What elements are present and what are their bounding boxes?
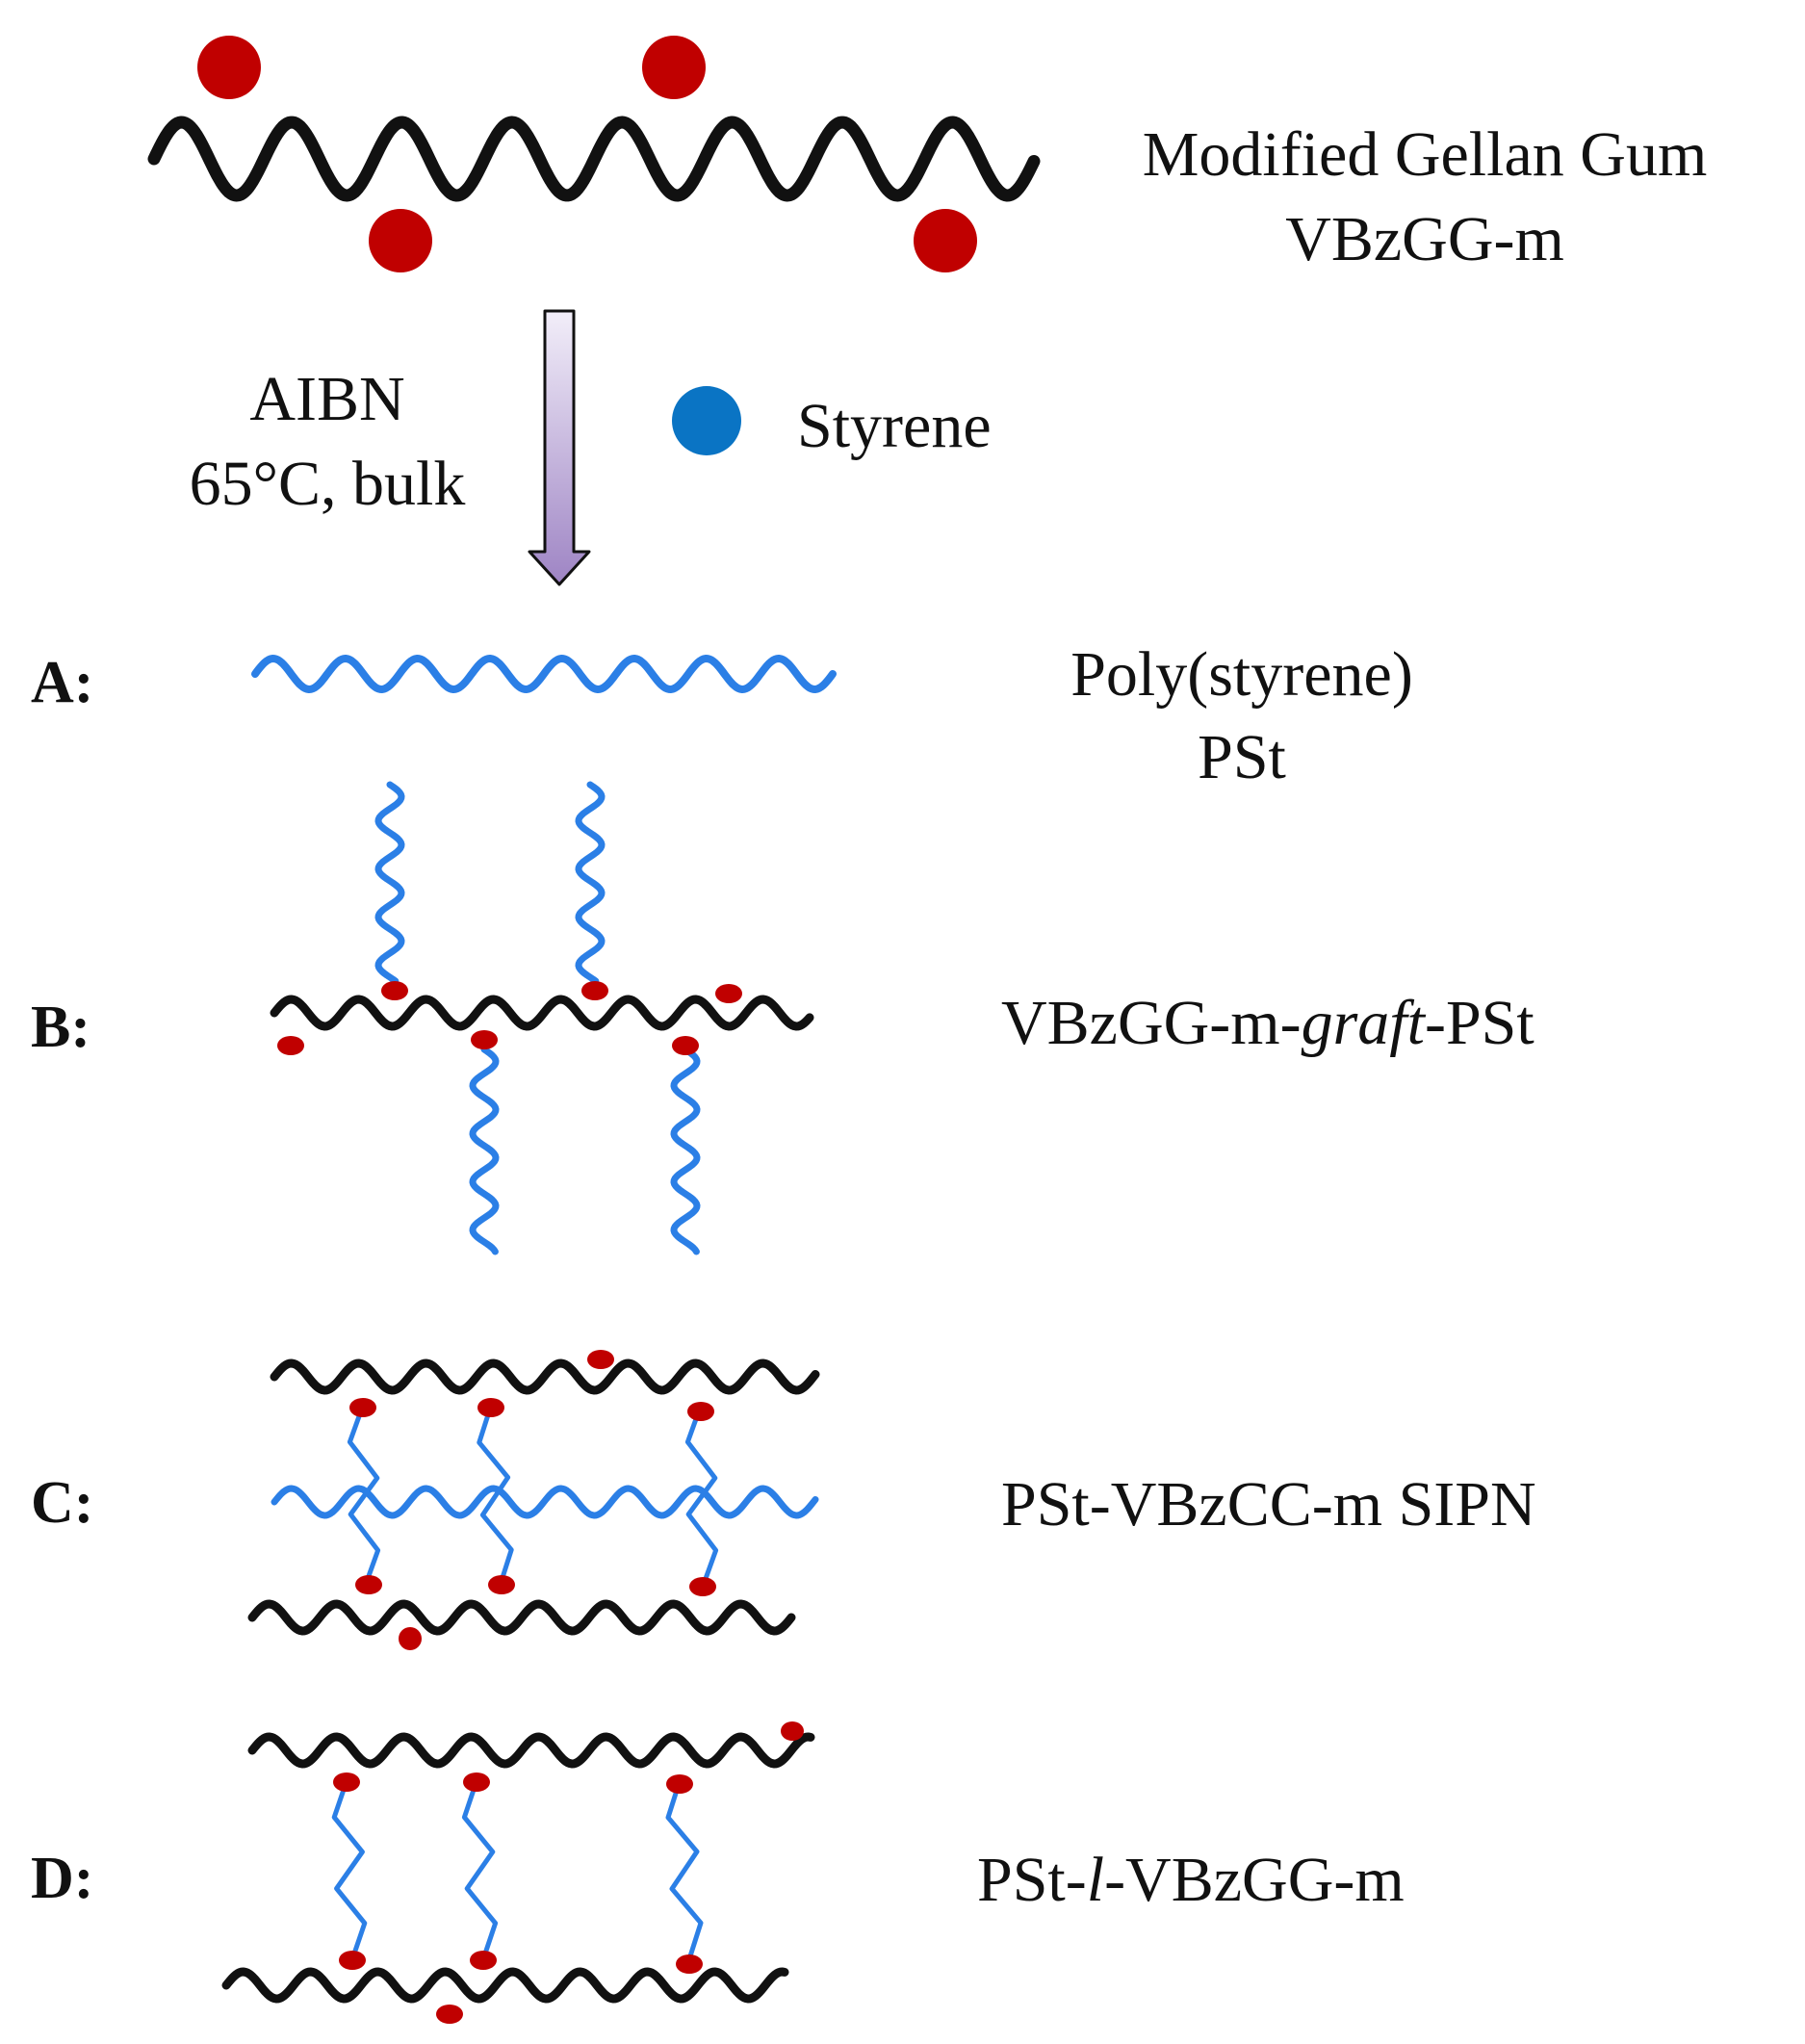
backbone-chain-d-bottom: [221, 1967, 789, 2004]
group-d-7: [676, 1954, 703, 1974]
pendant-group-1: [197, 36, 261, 99]
backbone-chain-c-bottom: [247, 1599, 796, 1636]
product-b-name-prefix: VBzGG-m-: [1001, 988, 1302, 1058]
pendant-group-2: [642, 36, 706, 99]
starting-material-name: Modified Gellan Gum: [1142, 119, 1708, 190]
group-c-2: [349, 1398, 376, 1417]
graft-chain-b-1: [374, 781, 405, 985]
product-b-name-suffix: -PSt: [1424, 988, 1534, 1058]
styrene-monomer-icon: [672, 386, 741, 455]
graft-chain-b-3: [469, 1046, 500, 1255]
product-a-name-line2: PSt: [1198, 722, 1286, 792]
group-b-2: [581, 981, 608, 1000]
graft-chain-b-4: [670, 1046, 701, 1255]
product-b-name-italic: graft: [1301, 988, 1425, 1058]
group-d-2: [333, 1772, 360, 1792]
group-b-5: [471, 1030, 498, 1049]
group-b-3: [715, 984, 742, 1003]
crosslink-d-1: [331, 1778, 368, 1962]
backbone-chain-d-top: [247, 1732, 815, 1769]
starting-material-title: Modified Gellan Gum VBzGG-m: [1059, 123, 1791, 272]
polystyrene-chain-c-middle: [271, 1485, 819, 1519]
group-d-3: [463, 1772, 490, 1792]
initiator-label: AIBN: [249, 364, 405, 434]
reaction-conditions: AIBN 65°C, bulk: [135, 368, 520, 516]
gellan-backbone-chain: [147, 116, 1041, 202]
product-letter-b: B:: [31, 995, 90, 1060]
group-d-8: [436, 2005, 463, 2024]
pendant-group-4: [914, 209, 977, 272]
group-c-4: [687, 1402, 714, 1421]
product-letter-c: C:: [31, 1470, 94, 1536]
crosslink-d-3: [665, 1778, 704, 1962]
group-b-4: [277, 1036, 304, 1055]
backbone-chain-c-top: [270, 1358, 820, 1395]
pendant-group-3: [369, 209, 432, 272]
starting-material-abbrev: VBzGG-m: [1285, 204, 1564, 274]
group-c-6: [488, 1575, 515, 1594]
product-a-name-line1: Poly(styrene): [1070, 639, 1413, 710]
product-letter-a: A:: [31, 650, 94, 715]
group-c-5: [355, 1575, 382, 1594]
crosslink-c-1: [347, 1403, 381, 1590]
product-d-name-suffix: -VBzGG-m: [1104, 1845, 1405, 1915]
group-c-1: [587, 1350, 614, 1369]
group-c-7: [689, 1577, 716, 1596]
product-d-name-italic: l: [1086, 1845, 1105, 1915]
product-c-name: PSt-VBzCC-m SIPN: [1001, 1469, 1536, 1539]
group-c-8: [399, 1627, 422, 1650]
monomer-label: Styrene: [797, 391, 992, 461]
product-letter-d: D:: [31, 1846, 94, 1911]
group-d-6: [470, 1951, 497, 1970]
crosslink-d-2: [461, 1778, 499, 1962]
backbone-chain-b: [270, 995, 814, 1031]
crosslink-c-2: [477, 1403, 514, 1590]
group-c-3: [477, 1398, 504, 1417]
product-d-name: PSt-l-VBzGG-m: [977, 1849, 1405, 1912]
crosslink-c-3: [684, 1403, 719, 1590]
down-arrow-icon: [528, 309, 591, 586]
polystyrene-chain-a: [251, 655, 837, 693]
group-d-4: [666, 1774, 693, 1794]
product-b-name: VBzGG-m-graft-PSt: [1001, 992, 1534, 1055]
group-b-1: [381, 981, 408, 1000]
product-a-name: Poly(styrene) PSt: [992, 643, 1492, 789]
group-d-5: [339, 1951, 366, 1970]
group-b-6: [672, 1036, 699, 1055]
product-d-name-prefix: PSt-: [977, 1845, 1087, 1915]
graft-chain-b-2: [575, 781, 606, 985]
conditions-label: 65°C, bulk: [189, 449, 466, 519]
group-d-1: [781, 1721, 804, 1741]
